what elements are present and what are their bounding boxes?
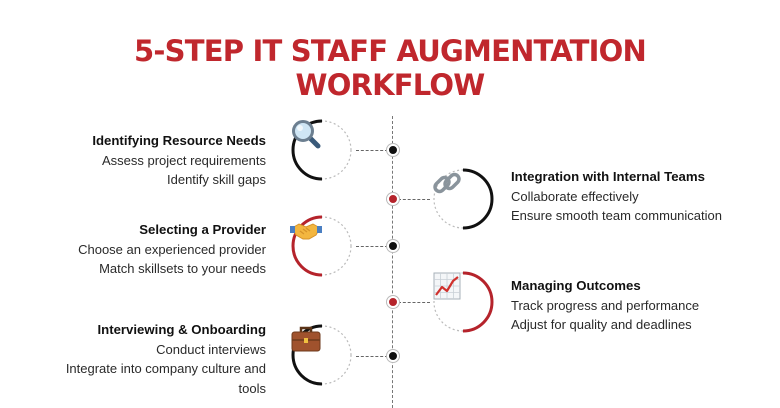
magnifier-icon — [292, 120, 321, 149]
step-line: Choose an experienced provider — [78, 241, 266, 257]
timeline-dot — [387, 350, 399, 362]
step-line: Conduct interviews — [156, 341, 266, 357]
step-5-ring — [290, 323, 354, 387]
step-interviewing-onboarding: Interviewing & Onboarding Conduct interv… — [66, 320, 266, 398]
step-3-ring — [290, 214, 354, 278]
step-heading: Managing Outcomes — [511, 278, 641, 293]
step-line: Ensure smooth team communication — [511, 208, 722, 223]
step-line: Match skillsets to your needs — [99, 261, 266, 276]
page-title: 5-STEP IT STAFF AUGMENTATION WORKFLOW — [0, 34, 780, 102]
step-identifying-resource-needs: Identifying Resource Needs Assess projec… — [92, 131, 266, 190]
step-managing-outcomes: Managing Outcomes Track progress and per… — [511, 276, 699, 335]
step-2-ring — [431, 167, 495, 231]
ring-arc — [462, 271, 494, 333]
step-line: Integrate into company culture and — [65, 361, 266, 376]
connector — [356, 150, 388, 151]
step-selecting-a-provider: Selecting a Provider Choose an experienc… — [78, 220, 266, 279]
step-heading: Integration with Internal Teams — [511, 169, 705, 184]
step-heading: Selecting a Provider — [139, 222, 266, 237]
timeline-dot — [387, 144, 399, 156]
briefcase-icon — [291, 326, 321, 352]
step-heading: Interviewing & Onboarding — [97, 322, 266, 337]
step-integration-with-internal-teams: Integration with Internal Teams Collabor… — [511, 167, 722, 226]
connector — [398, 302, 430, 303]
trend-chart-icon — [433, 272, 461, 300]
step-line: Collaborate effectively — [511, 188, 639, 204]
connector — [356, 246, 388, 247]
step-line: Assess project requirements — [101, 152, 266, 168]
title-line-2: WORKFLOW — [295, 68, 486, 102]
ring-arc — [462, 168, 494, 230]
connector — [398, 199, 430, 200]
timeline-dot — [387, 296, 399, 308]
step-line: tools — [238, 380, 266, 396]
step-4-ring — [431, 270, 495, 334]
title-line-1: 5-STEP IT STAFF AUGMENTATION — [134, 34, 647, 68]
handshake-icon — [290, 223, 322, 240]
chain-link-icon — [433, 172, 461, 194]
step-heading: Identifying Resource Needs — [92, 133, 266, 148]
step-line: Track progress and performance — [511, 297, 700, 313]
step-1-ring — [290, 118, 354, 182]
ring-arc — [291, 215, 323, 277]
timeline-dot — [387, 193, 399, 205]
step-line: Adjust for quality and deadlines — [511, 317, 692, 332]
timeline-dot — [387, 240, 399, 252]
connector — [356, 356, 388, 357]
timeline-spine — [392, 116, 393, 408]
step-line: Identify skill gaps — [167, 172, 266, 187]
